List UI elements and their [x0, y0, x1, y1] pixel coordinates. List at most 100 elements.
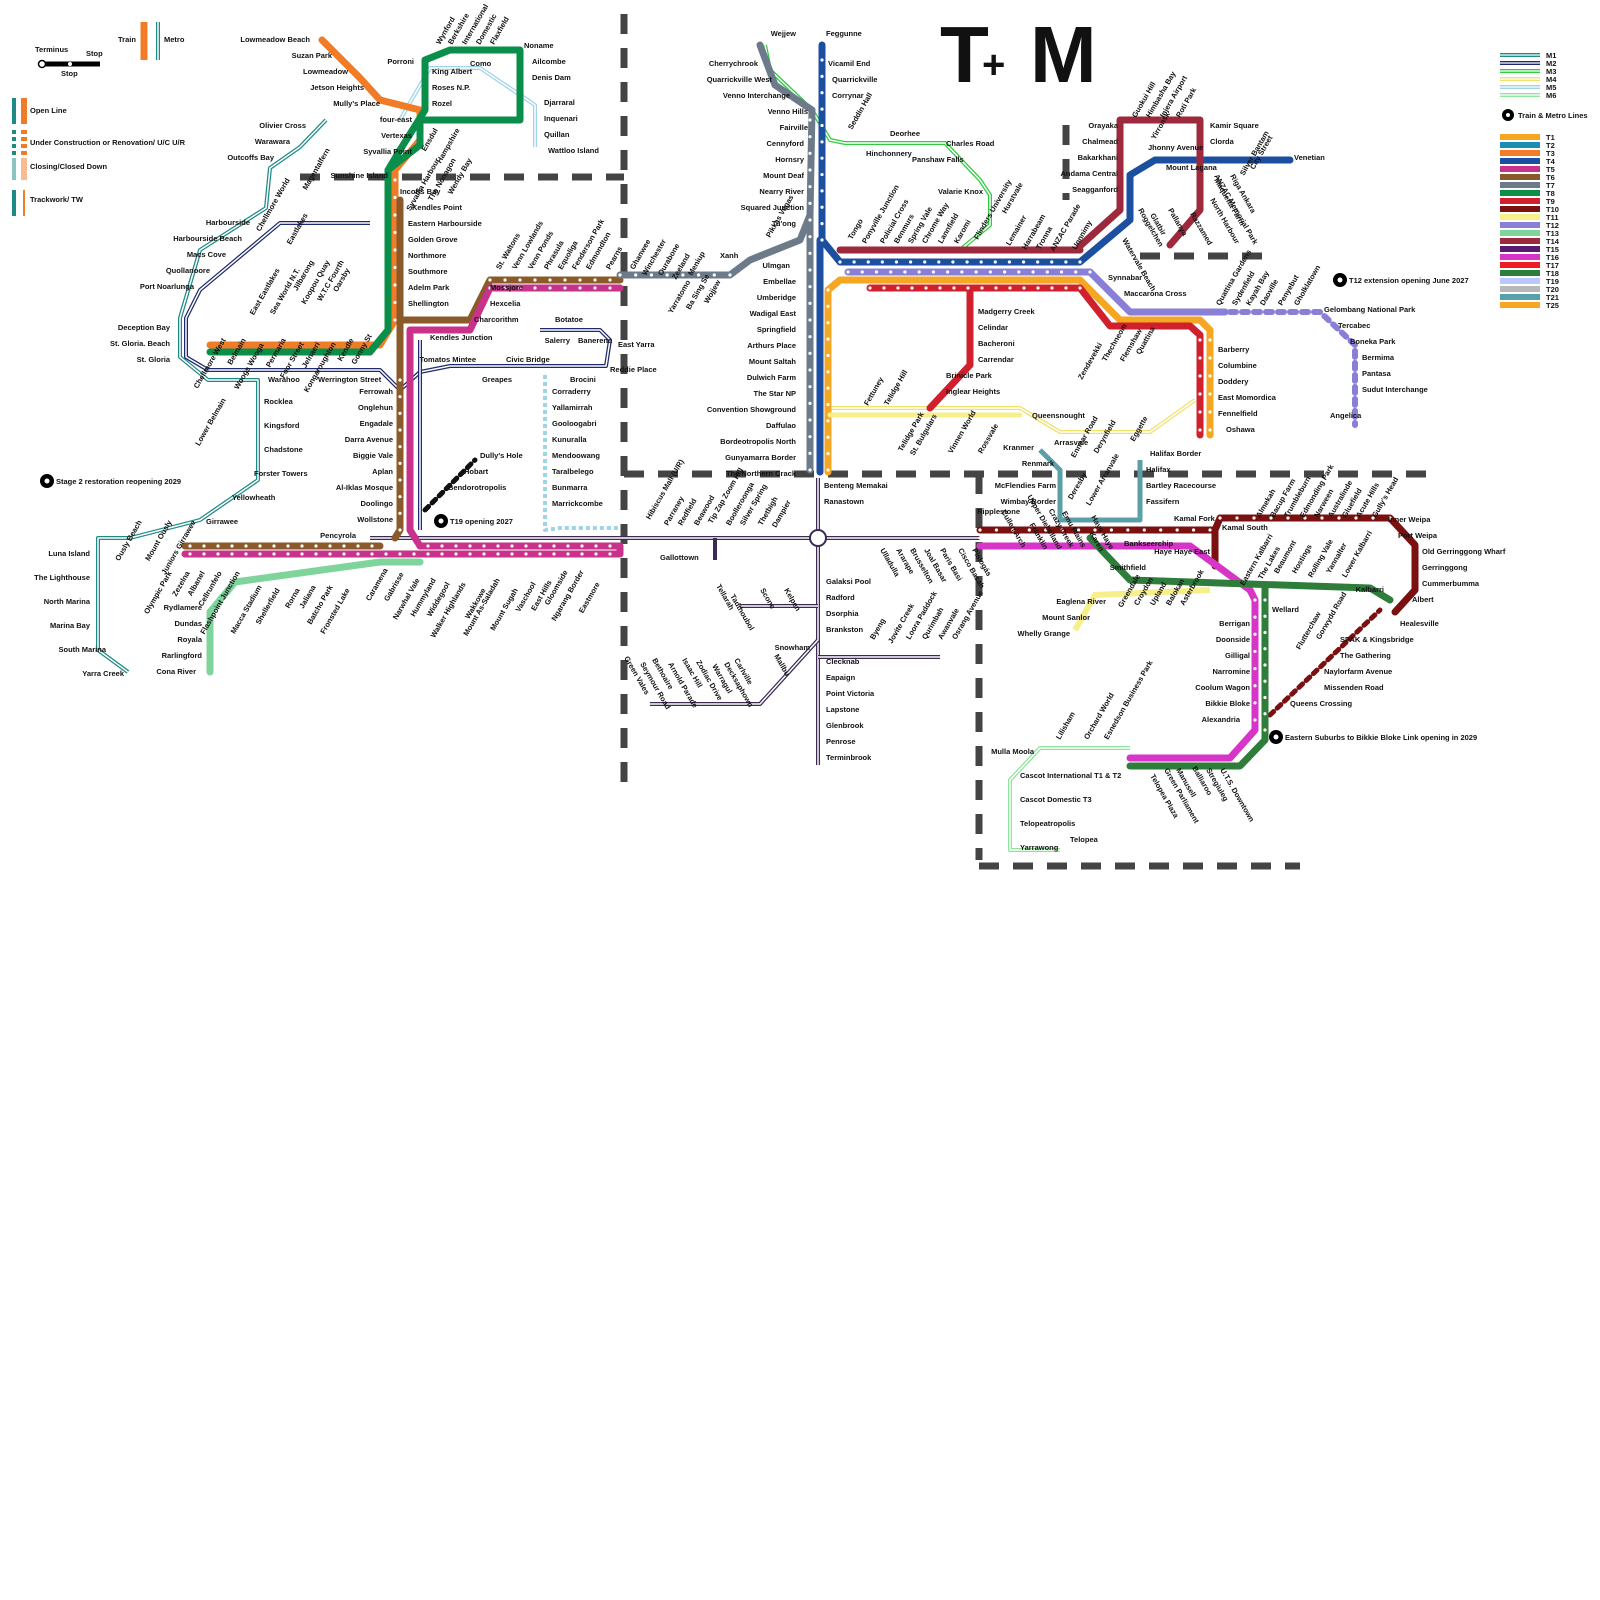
station-label[interactable]: Boneka Park	[1350, 337, 1396, 346]
station-label[interactable]: Clorda	[1210, 137, 1235, 146]
station-label[interactable]: Aplan	[372, 467, 393, 476]
station-label[interactable]: Harbourside	[206, 218, 250, 227]
station-label[interactable]: Andama Central	[1060, 169, 1118, 178]
station-label[interactable]: Rydlamere	[164, 603, 202, 612]
station-label[interactable]: Wejjew	[771, 29, 796, 38]
station-label[interactable]: Bartley Racecourse	[1146, 481, 1216, 490]
station-label[interactable]: Telidge Hill	[882, 368, 910, 407]
station-label[interactable]: Wellard	[1272, 605, 1299, 614]
station-label[interactable]: St. Gloria. Beach	[110, 339, 170, 348]
station-label[interactable]: Glenbrook	[826, 721, 864, 730]
station-label[interactable]: Ulmgan	[762, 261, 790, 270]
station-label[interactable]: Umberidge	[757, 293, 796, 302]
station-label[interactable]: Noname	[524, 41, 554, 50]
station-label[interactable]: Fassifern	[1146, 497, 1180, 506]
station-label[interactable]: Smithfield	[1110, 563, 1147, 572]
station-label[interactable]: Benteng Memakai	[824, 481, 888, 490]
station-label[interactable]: Daffulao	[766, 421, 796, 430]
station-label[interactable]: Inner Weipa	[1388, 515, 1431, 524]
station-label[interactable]: Eggette	[1128, 415, 1150, 443]
station-label[interactable]: Ferrowah	[359, 387, 393, 396]
station-label[interactable]: Bikkie Bloke	[1205, 699, 1250, 708]
station-label[interactable]: Como	[470, 59, 492, 68]
station-label[interactable]: Eaglena River	[1056, 597, 1106, 606]
station-label[interactable]: Roses N.P.	[432, 83, 470, 92]
station-label[interactable]: Ailcombe	[532, 57, 566, 66]
station-label[interactable]: Golden Grove	[408, 235, 458, 244]
station-label[interactable]: McFlendies Farm	[995, 481, 1057, 490]
station-label[interactable]: Hexcelia	[490, 299, 521, 308]
station-label[interactable]: Gholklatown	[1292, 263, 1323, 307]
station-label[interactable]: Al-Iklas Mosque	[336, 483, 393, 492]
station-label[interactable]: Bunmarra	[552, 483, 588, 492]
station-label[interactable]: Bendorotropolis	[448, 483, 506, 492]
station-label[interactable]: The Star NP	[753, 389, 796, 398]
station-label[interactable]: Marrickcombe	[552, 499, 603, 508]
station-label[interactable]: Girrawee	[206, 517, 238, 526]
station-label[interactable]: Cascot Domestic T3	[1020, 795, 1092, 804]
station-label[interactable]: Gerringgong	[1422, 563, 1468, 572]
station-label[interactable]: Rarlingford	[162, 651, 203, 660]
station-label[interactable]: Dsorphia	[826, 609, 859, 618]
station-label[interactable]: Watervale Beach	[1120, 237, 1158, 294]
station-label[interactable]: Healesville	[1400, 619, 1439, 628]
station-label[interactable]: Royala	[177, 635, 202, 644]
station-label[interactable]: Rossvale	[976, 422, 1000, 455]
station-label[interactable]: Doddery	[1218, 377, 1249, 386]
station-label[interactable]: Pikkas Vegas	[764, 193, 796, 239]
station-label[interactable]: Yellowheath	[232, 493, 276, 502]
station-label[interactable]: Ously Beach	[113, 518, 144, 562]
station-label[interactable]: Pantasa	[1362, 369, 1392, 378]
station-label[interactable]: Queens Crossing	[1290, 699, 1353, 708]
station-label[interactable]: Albert	[1412, 595, 1434, 604]
station-label[interactable]: Halifax Border	[1150, 449, 1201, 458]
station-label[interactable]: Whelly Grange	[1017, 629, 1070, 638]
station-label[interactable]: Engadale	[360, 419, 393, 428]
station-label[interactable]: Wadigal East	[750, 309, 797, 318]
station-label[interactable]: Halifax	[1146, 465, 1171, 474]
station-label[interactable]: Inglear Heights	[946, 387, 1000, 396]
station-label[interactable]: Wimbay Border	[1001, 497, 1056, 506]
station-label[interactable]: Corrynar	[832, 91, 864, 100]
station-label[interactable]: Werrington Street	[318, 375, 382, 384]
station-label[interactable]: Kalbarri	[1356, 585, 1384, 594]
station-label[interactable]: Shellington	[408, 299, 449, 308]
station-label[interactable]: Syvallia Point	[363, 147, 412, 156]
station-label[interactable]: Queensnought	[1032, 411, 1085, 420]
station-label[interactable]: Gilligal	[1225, 651, 1250, 660]
station-label[interactable]: Rozel	[432, 99, 452, 108]
station-label[interactable]: Tomatos Mintee	[419, 355, 476, 364]
station-label[interactable]: Harbourside Beach	[173, 234, 242, 243]
station-label[interactable]: Hobart	[464, 467, 489, 476]
station-label[interactable]: Clecknab	[826, 657, 860, 666]
station-label[interactable]: Adelm Park	[408, 283, 450, 292]
station-label[interactable]: Valarie Knox	[938, 187, 984, 196]
station-label[interactable]: Fairville	[780, 123, 808, 132]
station-label[interactable]: Convention Showground	[707, 405, 797, 414]
station-label[interactable]: Charcorithm	[474, 315, 519, 324]
station-label[interactable]: Marina Bay	[50, 621, 91, 630]
station-label[interactable]: King Albert	[432, 67, 473, 76]
station-label[interactable]: Cona River	[156, 667, 196, 676]
station-label[interactable]: Hinchonnery	[866, 149, 913, 158]
station-label[interactable]: Lowmeadow Beach	[240, 35, 310, 44]
station-label[interactable]: Byeng	[868, 616, 887, 641]
station-label[interactable]: four-east	[380, 115, 413, 124]
station-label[interactable]: Maccarona Cross	[1124, 289, 1187, 298]
station-label[interactable]: Snowham	[775, 643, 811, 652]
station-label[interactable]: Renmark	[1022, 459, 1055, 468]
station-label[interactable]: Kunuralla	[552, 435, 587, 444]
station-label[interactable]: Botatoe	[555, 315, 583, 324]
station-label[interactable]: Arrasvale	[1054, 438, 1088, 447]
station-label[interactable]: Lowmeadow	[303, 67, 348, 76]
station-label[interactable]: Brankston	[826, 625, 864, 634]
station-label[interactable]: Chalmead	[1082, 137, 1118, 146]
station-label[interactable]: Jetson Heights	[310, 83, 364, 92]
station-label[interactable]: SPAK & Kingsbridge	[1340, 635, 1414, 644]
station-label[interactable]: Hornsry	[775, 155, 805, 164]
station-label[interactable]: Bordeotropolis North	[720, 437, 796, 446]
station-label[interactable]: Dulwich Farm	[747, 373, 797, 382]
station-label[interactable]: Barberry	[1218, 345, 1250, 354]
station-label[interactable]: Nearry River	[759, 187, 804, 196]
station-label[interactable]: Wollstone	[357, 515, 393, 524]
